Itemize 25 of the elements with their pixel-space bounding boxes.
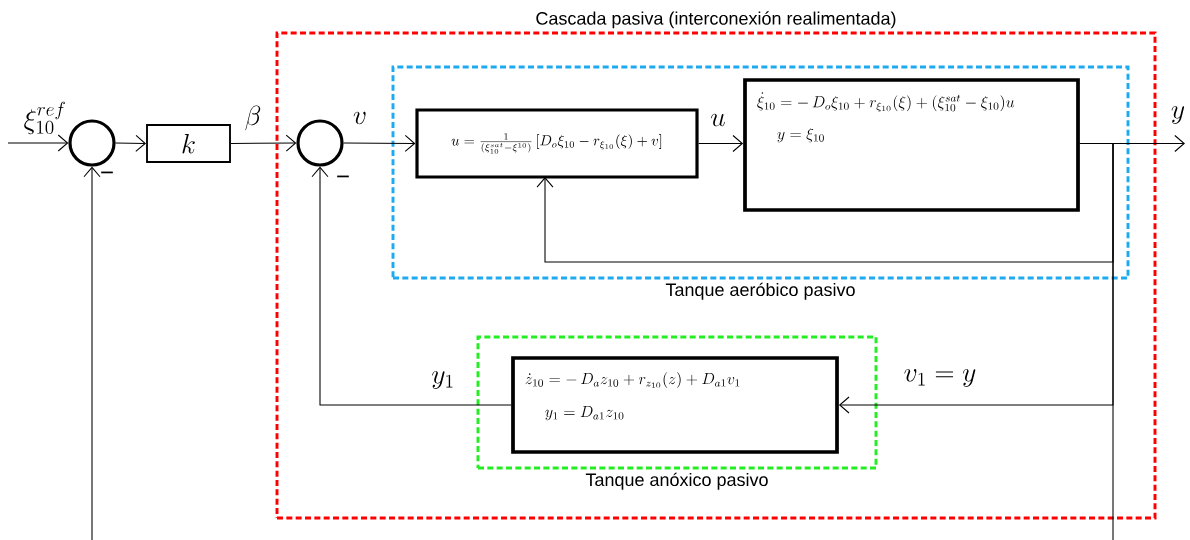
edge-label: $y_1$ xyxy=(432,371,453,389)
node-label: Cascada pasiva (interconexión realimentada) xyxy=(536,11,896,29)
aerobic-model-block: $\dot{\xi}_{10}=-\,D_o\xi_{10}+r_{\xi_{10}}(\xi)+(\xi_{10}^{sat}-\xi_{10})u$ $y=\xi_{10}$ xyxy=(743,78,1080,212)
gain-block: $k$ xyxy=(146,124,231,163)
edge-label: $v_1=y$ xyxy=(904,369,976,387)
anoxic-model-block: $\dot{z}_{10}=-\,D_a z_{10}+r_{z_{10}}(z)+D_{a1}v_1$ $y_1=D_{a1}z_{10}$ xyxy=(511,356,839,454)
arrow xyxy=(230,134,297,152)
summing-junction xyxy=(68,119,116,167)
minus-sign: − xyxy=(101,171,113,174)
control-law-block: $u=\frac{1}{(\xi_{10}^{sat}-\xi^{10})}\,[D_o\xi_{10}-r_{\xi_{10}}(\xi)+v]$ xyxy=(415,108,699,179)
node-label: Tanque anóxico pasivo xyxy=(585,472,768,490)
edge-label: $v$ xyxy=(353,111,366,125)
arrow xyxy=(311,166,512,406)
edge-label: $\beta$ xyxy=(245,105,261,131)
node-label: Tanque aeróbico pasivo xyxy=(665,282,855,300)
arrow xyxy=(7,134,69,152)
arrow xyxy=(343,134,416,152)
arrow xyxy=(83,166,101,540)
summing-junction xyxy=(296,119,344,167)
minus-sign: − xyxy=(337,175,349,178)
edge-label: $u$ xyxy=(711,113,725,127)
arrow xyxy=(698,134,744,153)
edge-label: $y$ xyxy=(1171,106,1185,124)
edge-label: $\xi_{10}^{ref}$ xyxy=(24,101,65,135)
arrow xyxy=(115,134,147,152)
